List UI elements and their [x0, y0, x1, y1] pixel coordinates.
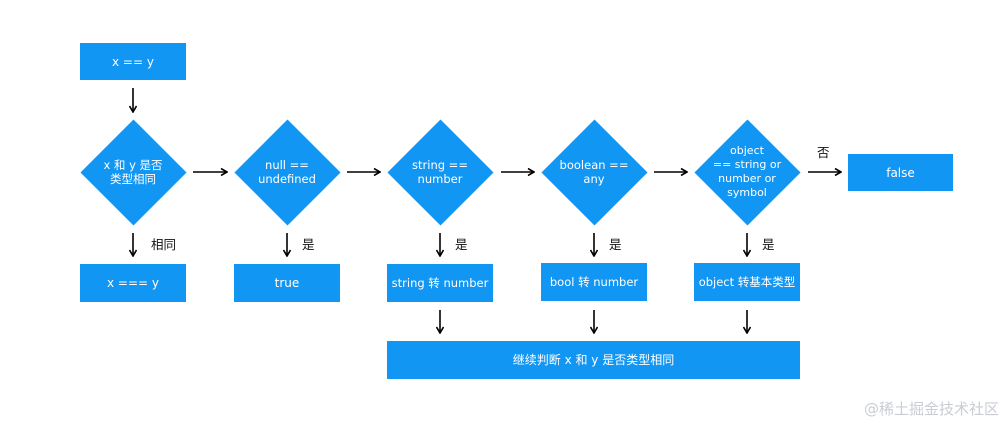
label-yes-null: 是 — [302, 237, 315, 252]
decision-same-type-label: x 和 y 是否 类型相同 — [103, 158, 163, 186]
result-string-to-number: string 转 number — [387, 264, 493, 302]
label-same: 相同 — [151, 237, 177, 252]
decision-same-type: x 和 y 是否 类型相同 — [79, 118, 187, 226]
result-false: false — [848, 154, 953, 191]
decision-object-primitive: object == string or number or symbol — [693, 118, 801, 226]
label-no: 否 — [817, 145, 830, 160]
decision-null-undefined: null == undefined — [233, 118, 341, 226]
label-yes-boolean: 是 — [609, 237, 622, 252]
result-true: true — [234, 264, 340, 302]
watermark: @稀土掘金技术社区 — [863, 400, 999, 418]
result-strict-equal: x === y — [80, 264, 186, 302]
continue-node: 继续判断 x 和 y 是否类型相同 — [387, 341, 800, 379]
decision-boolean-any: boolean == any — [540, 118, 648, 226]
label-yes-object: 是 — [762, 237, 775, 252]
decision-object-primitive-label: object == string or number or symbol — [712, 144, 782, 199]
decision-string-number: string == number — [386, 118, 494, 226]
decision-null-undefined-label: null == undefined — [258, 158, 316, 186]
decision-string-number-label: string == number — [412, 158, 468, 186]
start-node: x == y — [80, 43, 186, 80]
result-bool-to-number: bool 转 number — [541, 263, 647, 301]
decision-boolean-any-label: boolean == any — [559, 158, 629, 186]
result-object-to-primitive: object 转基本类型 — [694, 263, 800, 301]
label-yes-string: 是 — [455, 237, 468, 252]
